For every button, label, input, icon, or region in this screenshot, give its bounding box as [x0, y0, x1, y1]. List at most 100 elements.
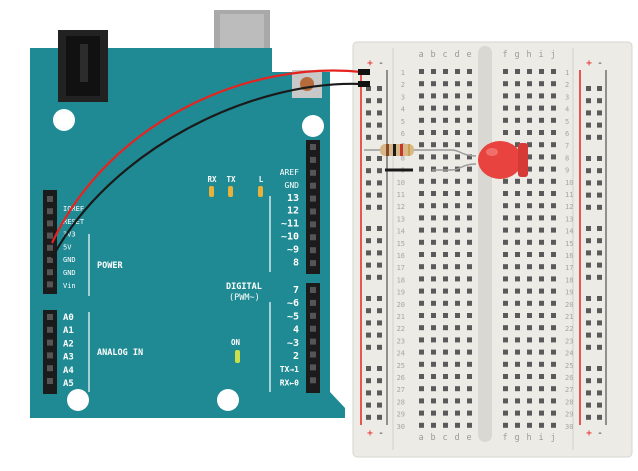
breadboard-hole[interactable]: [467, 252, 472, 257]
rail-hole[interactable]: [366, 110, 371, 116]
breadboard-hole[interactable]: [443, 105, 448, 111]
breadboard-hole[interactable]: [539, 386, 544, 392]
breadboard-hole[interactable]: [431, 69, 436, 74]
rail-hole[interactable]: [586, 274, 591, 280]
header-pin[interactable]: [47, 378, 53, 384]
breadboard-hole[interactable]: [515, 105, 520, 111]
breadboard-hole[interactable]: [551, 337, 556, 343]
breadboard-hole[interactable]: [455, 398, 460, 404]
breadboard-hole[interactable]: [527, 142, 532, 148]
breadboard-hole[interactable]: [539, 203, 544, 209]
breadboard-hole[interactable]: [539, 349, 544, 355]
breadboard-hole[interactable]: [443, 117, 448, 123]
red-led[interactable]: [432, 141, 528, 179]
rail-hole[interactable]: [366, 192, 371, 198]
breadboard-hole[interactable]: [431, 398, 436, 404]
rail-hole[interactable]: [597, 110, 602, 116]
resistor[interactable]: [364, 144, 432, 156]
breadboard-hole[interactable]: [455, 117, 460, 123]
breadboard-hole[interactable]: [419, 264, 424, 270]
breadboard-hole[interactable]: [443, 264, 448, 270]
header-pin[interactable]: [47, 339, 53, 346]
breadboard-hole[interactable]: [503, 178, 508, 184]
header-pin[interactable]: [47, 208, 53, 215]
breadboard-hole[interactable]: [539, 398, 544, 404]
rail-hole[interactable]: [586, 262, 591, 268]
breadboard-hole[interactable]: [503, 105, 508, 111]
rail-hole[interactable]: [377, 226, 382, 231]
breadboard-hole[interactable]: [431, 203, 436, 209]
breadboard-hole[interactable]: [455, 105, 460, 111]
rail-hole[interactable]: [586, 402, 591, 408]
breadboard-hole[interactable]: [419, 325, 424, 331]
breadboard-hole[interactable]: [443, 227, 448, 233]
rail-hole[interactable]: [586, 122, 591, 128]
header-pin[interactable]: [310, 338, 316, 345]
rail-hole[interactable]: [366, 308, 371, 314]
breadboard-hole[interactable]: [443, 191, 448, 196]
breadboard-hole[interactable]: [431, 264, 436, 270]
breadboard-hole[interactable]: [467, 349, 472, 355]
rail-hole[interactable]: [586, 180, 591, 186]
breadboard-hole[interactable]: [431, 178, 436, 184]
breadboard-hole[interactable]: [515, 288, 520, 294]
breadboard-hole[interactable]: [503, 300, 508, 306]
breadboard-hole[interactable]: [551, 93, 556, 99]
rail-hole[interactable]: [366, 168, 371, 174]
header-pin[interactable]: [310, 182, 316, 189]
breadboard-hole[interactable]: [539, 93, 544, 99]
breadboard-hole[interactable]: [419, 422, 424, 428]
breadboard-hole[interactable]: [527, 69, 532, 74]
breadboard-hole[interactable]: [515, 81, 520, 87]
breadboard-hole[interactable]: [527, 276, 532, 282]
breadboard-hole[interactable]: [419, 166, 424, 172]
breadboard-hole[interactable]: [515, 276, 520, 282]
header-pin[interactable]: [310, 208, 316, 215]
breadboard-hole[interactable]: [455, 386, 460, 392]
breadboard-hole[interactable]: [467, 276, 472, 282]
breadboard-hole[interactable]: [431, 130, 436, 135]
rail-hole[interactable]: [366, 156, 371, 161]
breadboard-hole[interactable]: [551, 178, 556, 184]
breadboard-hole[interactable]: [551, 374, 556, 379]
header-pin[interactable]: [310, 156, 316, 163]
breadboard-hole[interactable]: [515, 130, 520, 135]
breadboard-hole[interactable]: [455, 178, 460, 184]
breadboard-hole[interactable]: [455, 410, 460, 416]
breadboard-hole[interactable]: [419, 349, 424, 355]
breadboard-hole[interactable]: [443, 349, 448, 355]
breadboard-hole[interactable]: [431, 227, 436, 233]
header-pin[interactable]: [47, 281, 53, 288]
breadboard-hole[interactable]: [419, 276, 424, 282]
breadboard-hole[interactable]: [443, 166, 448, 172]
breadboard-hole[interactable]: [503, 374, 508, 379]
breadboard-hole[interactable]: [527, 227, 532, 233]
breadboard-hole[interactable]: [515, 361, 520, 367]
breadboard-hole[interactable]: [527, 239, 532, 245]
breadboard-hole[interactable]: [431, 374, 436, 379]
breadboard-hole[interactable]: [515, 252, 520, 257]
breadboard-hole[interactable]: [551, 349, 556, 355]
breadboard-hole[interactable]: [467, 410, 472, 416]
rail-hole[interactable]: [586, 86, 591, 91]
breadboard-hole[interactable]: [467, 288, 472, 294]
rail-hole[interactable]: [586, 98, 591, 104]
breadboard-hole[interactable]: [515, 349, 520, 355]
breadboard-hole[interactable]: [515, 191, 520, 196]
breadboard-hole[interactable]: [551, 313, 556, 318]
breadboard-hole[interactable]: [527, 81, 532, 87]
breadboard-hole[interactable]: [443, 300, 448, 306]
rail-hole[interactable]: [586, 192, 591, 198]
header-pin[interactable]: [47, 365, 53, 372]
breadboard-hole[interactable]: [419, 361, 424, 367]
breadboard-hole[interactable]: [419, 239, 424, 245]
breadboard-hole[interactable]: [539, 81, 544, 87]
header-pin[interactable]: [310, 299, 316, 306]
breadboard-hole[interactable]: [515, 313, 520, 318]
breadboard-hole[interactable]: [455, 252, 460, 257]
breadboard-hole[interactable]: [431, 166, 436, 172]
breadboard-hole[interactable]: [515, 69, 520, 74]
breadboard-hole[interactable]: [467, 227, 472, 233]
breadboard-hole[interactable]: [551, 142, 556, 148]
rail-hole[interactable]: [597, 262, 602, 268]
